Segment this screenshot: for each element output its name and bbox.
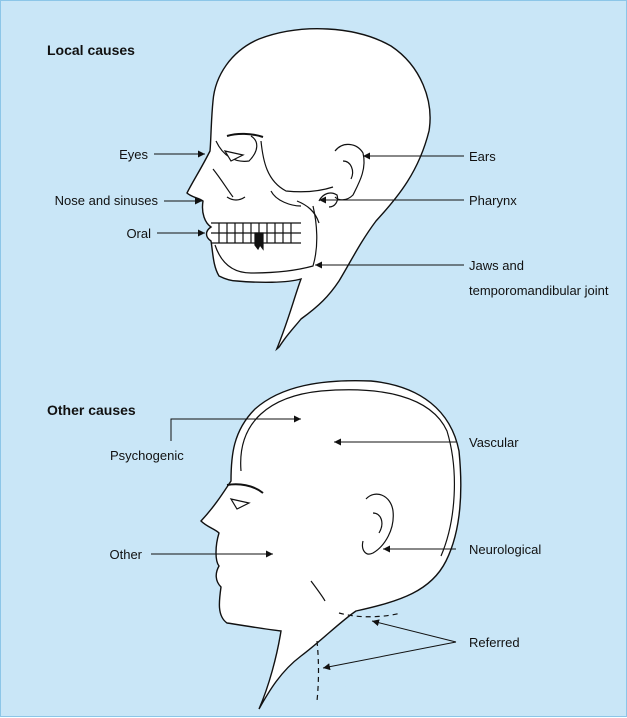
label-eyes: Eyes bbox=[119, 147, 148, 162]
label-pharynx: Pharynx bbox=[469, 193, 517, 208]
head-outline-illustration bbox=[201, 381, 461, 709]
label-nose-sinuses: Nose and sinuses bbox=[55, 193, 158, 208]
label-jaws: Jaws and bbox=[469, 258, 524, 273]
label-tmj: temporomandibular joint bbox=[469, 283, 608, 298]
head-skull-illustration bbox=[187, 29, 430, 361]
label-ears: Ears bbox=[469, 149, 496, 164]
local-causes-heading: Local causes bbox=[47, 42, 135, 58]
other-causes-heading: Other causes bbox=[47, 402, 136, 418]
label-neurological: Neurological bbox=[469, 542, 541, 557]
label-other: Other bbox=[109, 547, 142, 562]
label-vascular: Vascular bbox=[469, 435, 519, 450]
label-psychogenic: Psychogenic bbox=[110, 448, 184, 463]
label-oral: Oral bbox=[126, 226, 151, 241]
label-referred: Referred bbox=[469, 635, 520, 650]
